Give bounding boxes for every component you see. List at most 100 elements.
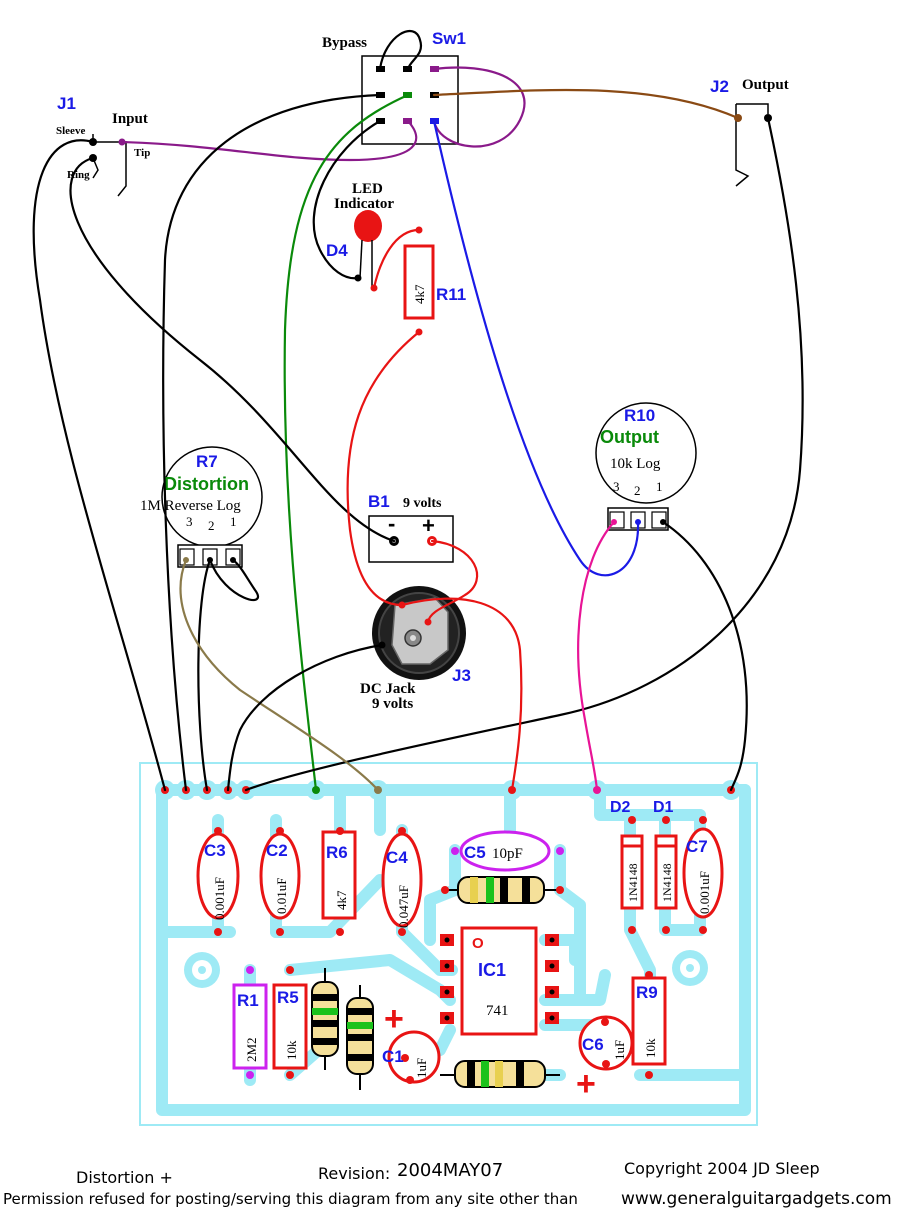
wire-output-sleeve	[244, 116, 804, 792]
wire-power-board	[400, 597, 523, 792]
output-jack-j2	[734, 103, 772, 187]
c5-value: 10pF	[492, 846, 523, 862]
tip-label: Tip	[134, 147, 150, 159]
wire-switch-green	[283, 93, 410, 792]
footer-project: Distortion +	[76, 1168, 173, 1187]
led-title-2: Indicator	[334, 196, 394, 212]
j2-label: J2	[710, 77, 729, 96]
ic1-label: IC1	[478, 960, 506, 980]
c4-value: 0.047uF	[396, 885, 411, 928]
capacitor-c3: 0.001uF	[196, 827, 240, 936]
ic1-chip: O IC1 741	[440, 926, 559, 1036]
footer-permission: Permission refused for posting/serving t…	[3, 1190, 578, 1208]
wire-purple-loop	[432, 66, 526, 148]
bypass-label: Bypass	[322, 35, 367, 51]
wire-r10-pin1	[661, 520, 748, 792]
footer-site[interactable]: www.generalguitargadgets.com	[621, 1189, 892, 1209]
resistor-body-left-a	[311, 968, 339, 1070]
d2-value: 1N4148	[626, 863, 640, 902]
c1-value: 1uF	[414, 1058, 429, 1078]
mounting-hole-left	[184, 952, 220, 988]
r11-value: 4k7	[412, 284, 427, 304]
c7-label: C7	[686, 837, 708, 856]
battery-minus: -	[388, 511, 395, 536]
wire-led-cathode	[312, 119, 382, 280]
sleeve-label: Sleeve	[56, 125, 85, 137]
c2-value: 0.01uF	[274, 878, 289, 914]
dc-jack-line1: DC Jack	[360, 681, 416, 697]
footer-revision: 2004MAY07	[397, 1160, 503, 1181]
r10-pin-2: 2	[634, 483, 641, 498]
wire-sleeve	[32, 139, 167, 792]
capacitor-c4: 0.047uF	[381, 827, 423, 936]
led-d4	[354, 210, 382, 292]
resistor-r9: 10k	[631, 971, 667, 1079]
capacitor-c5: 10pF	[451, 830, 564, 872]
resistor-body-top	[441, 876, 564, 904]
wire-r10-pin3	[577, 520, 616, 792]
r7-pin-3: 3	[186, 514, 193, 529]
r7-name: Distortion	[164, 474, 249, 494]
d1-label: D1	[653, 799, 674, 816]
capacitor-c7: 0.001uF	[682, 816, 724, 934]
r1-value: 2M2	[244, 1037, 259, 1062]
r7-value: 1M Reverse Log	[140, 498, 241, 514]
ic1-value: 741	[486, 1003, 509, 1019]
battery-plus: +	[422, 513, 435, 538]
resistor-body-left-b	[346, 985, 374, 1090]
r10-label: R10	[624, 406, 655, 425]
wire-r7-pin3	[179, 558, 380, 792]
output-jack-label: Output	[742, 77, 789, 93]
distortion-pot-r7	[161, 446, 263, 568]
wire-r7-pin2	[197, 558, 212, 792]
c6-label: C6	[582, 1035, 604, 1054]
battery-b1	[368, 515, 454, 563]
r5-label: R5	[277, 988, 299, 1007]
wire-switch-ground-a	[162, 93, 382, 792]
b1-label: B1	[368, 492, 390, 511]
capacitor-c2: 0.01uF	[259, 827, 301, 936]
wire-dc-ground	[226, 643, 384, 792]
resistor-body-bottom	[440, 1060, 560, 1088]
diode-d1: 1N4148	[654, 816, 678, 934]
c1-polarity: +	[384, 1000, 404, 1038]
wire-ring-battery	[69, 156, 396, 543]
wire-input-tip	[120, 119, 418, 162]
r10-value: 10k Log	[610, 456, 661, 472]
wire-output-brown	[432, 88, 740, 120]
r9-value: 10k	[643, 1038, 658, 1058]
footer: Distortion + Revision: 2004MAY07 Copyrig…	[3, 1159, 892, 1209]
footswitch-sw1	[361, 55, 459, 145]
sw1-label: Sw1	[432, 29, 466, 48]
c5-label: C5	[464, 843, 486, 862]
input-jack-j1	[89, 134, 127, 197]
r5-value: 10k	[284, 1040, 299, 1060]
battery-voltage-label: 9 volts	[403, 496, 442, 511]
led-title-1: LED	[352, 181, 383, 197]
r7-pin-2: 2	[208, 518, 215, 533]
resistor-r5: 10k	[272, 966, 308, 1079]
dc-jack-line2: 9 volts	[372, 696, 413, 712]
r10-name: Output	[600, 427, 659, 447]
resistor-r11: 4k7	[403, 226, 435, 336]
mounting-hole-right	[672, 950, 708, 986]
diode-d2: 1N4148	[620, 816, 644, 934]
ring-label: Ring	[67, 169, 90, 181]
ic1-pin1-mark: O	[472, 935, 484, 952]
c7-value: 0.001uF	[697, 871, 712, 914]
c3-value: 0.001uF	[212, 877, 227, 920]
r9-label: R9	[636, 983, 658, 1002]
c6-polarity: +	[576, 1065, 596, 1103]
capacitor-c1: 1uF	[387, 1030, 441, 1084]
wires	[32, 29, 804, 792]
r6-label: R6	[326, 843, 348, 862]
r1-label: R1	[237, 991, 259, 1010]
r10-pin-3: 3	[613, 479, 620, 494]
input-label: Input	[112, 111, 148, 127]
c2-label: C2	[266, 841, 288, 860]
c1-label: C1	[382, 1047, 404, 1066]
d2-label: D2	[610, 799, 631, 816]
j1-label: J1	[57, 94, 76, 113]
r6-value: 4k7	[334, 890, 349, 910]
